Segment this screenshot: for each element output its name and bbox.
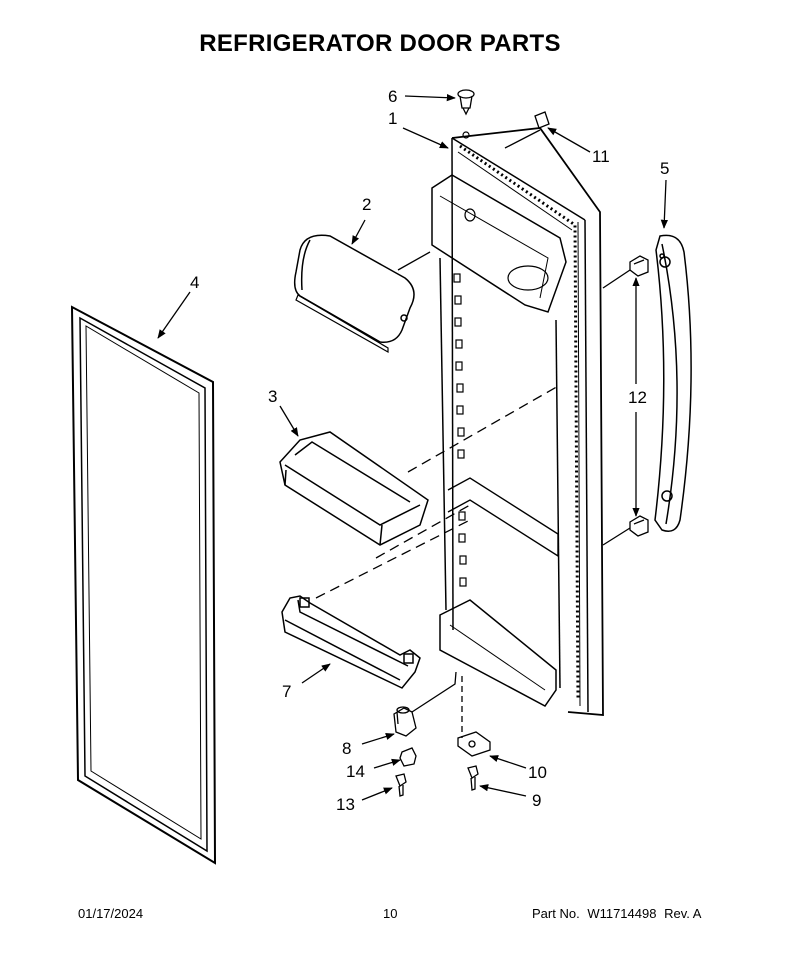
door-handle-part	[654, 234, 692, 532]
dairy-bin-cover-part	[293, 234, 415, 354]
callout-2: 2	[362, 195, 371, 214]
page-title: REFRIGERATOR DOOR PARTS	[199, 30, 561, 57]
callout-5: 5	[660, 159, 669, 178]
callout-12: 12	[628, 388, 647, 407]
top-plug-part	[457, 89, 475, 116]
revision: Rev. A	[664, 906, 702, 921]
hinge-screw-part	[395, 773, 407, 797]
callout-11: 11	[592, 147, 610, 166]
footer-page-number: 10	[383, 906, 398, 921]
callout-10: 10	[528, 763, 547, 782]
door-bin-part	[279, 431, 429, 546]
bracket-screw-part	[467, 765, 479, 791]
callout-4: 4	[190, 273, 199, 292]
lower-door-shelf-part	[281, 595, 421, 689]
part-number: W11714498	[587, 906, 657, 921]
assembly-leader-lines	[315, 129, 631, 738]
callout-7: 7	[282, 682, 291, 701]
callout-3: 3	[268, 387, 277, 406]
callout-14: 14	[346, 762, 365, 781]
hinge-bushing-part	[399, 747, 417, 767]
door-label-part	[534, 111, 550, 129]
callout-arrows	[157, 94, 668, 801]
bottom-bracket-part	[457, 731, 491, 757]
callout-9: 9	[532, 791, 541, 810]
callout-8: 8	[342, 739, 351, 758]
callout-6: 6	[388, 87, 397, 106]
hinge-pin-part	[393, 706, 417, 737]
footer-part-info: Part No. W11714498 Rev. A	[532, 906, 705, 921]
door-gasket-part	[70, 305, 217, 865]
door-liner-part	[431, 127, 604, 716]
callout-13: 13	[336, 795, 355, 814]
callout-1: 1	[388, 109, 397, 128]
shelf-studs	[453, 273, 467, 587]
handle-screws-part	[629, 255, 649, 537]
footer-date: 01/17/2024	[78, 906, 144, 921]
plug-hole	[462, 131, 470, 139]
part-label: Part No.	[532, 906, 580, 921]
